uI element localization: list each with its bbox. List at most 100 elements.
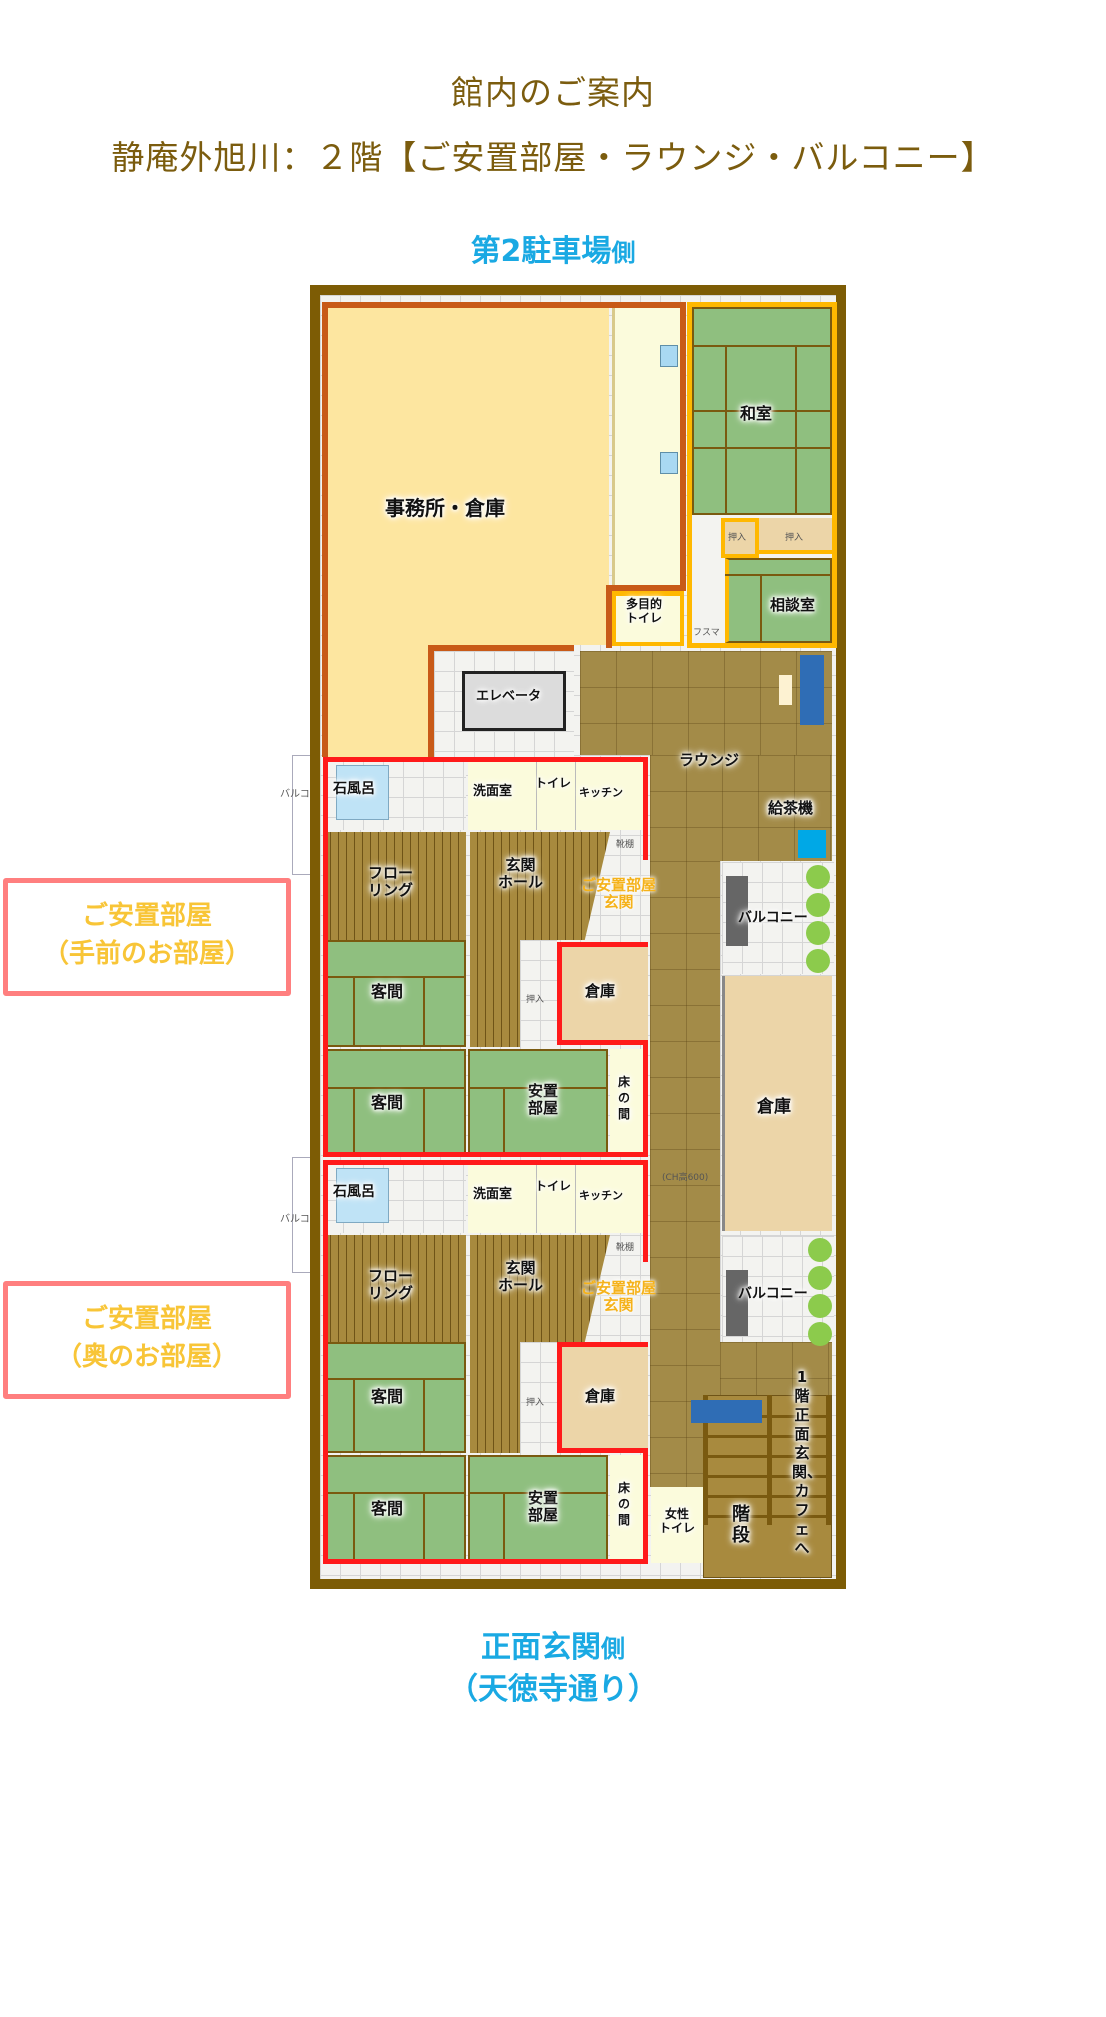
plant-icon [808, 1238, 832, 1262]
stair-tread [708, 1495, 826, 1498]
plant-icon [806, 893, 830, 917]
balcony-bench-icon [726, 1270, 748, 1336]
ceiling-note: (CH高600) [662, 1173, 709, 1183]
guest-room-1 [323, 940, 466, 1047]
balcony-2-label: バルコニー [738, 1286, 808, 1302]
toilet-icon [660, 452, 678, 474]
toilet [536, 757, 575, 830]
tatami-line [353, 1089, 355, 1157]
guest-room-1-label: 客間 [371, 1387, 404, 1406]
bath-icon [336, 765, 389, 820]
bath-icon [336, 1168, 389, 1223]
anchi-room-label: 安置部屋 [528, 1082, 559, 1118]
closet [520, 940, 557, 1047]
red-outline [323, 1160, 648, 1165]
tatami-line [353, 1494, 355, 1563]
oshiire-b-label: 押入 [785, 533, 804, 543]
office-area-top [322, 302, 609, 645]
guest-room-2-label: 客間 [371, 1093, 404, 1112]
tokonoma-label: 床の間 [618, 1075, 631, 1121]
suite-storage-label: 倉庫 [585, 982, 616, 1000]
lounge-middle [650, 755, 832, 861]
tatami-line [323, 1378, 466, 1380]
stair-rail [703, 1395, 708, 1525]
legend-back-room: ご安置部屋 （奥のお部屋） [3, 1281, 291, 1399]
tatami-line [692, 410, 832, 412]
tatami-line [795, 345, 797, 515]
office-outline [606, 585, 612, 648]
washroom [468, 1160, 536, 1233]
storage-big-label: 倉庫 [757, 1097, 791, 1117]
stair-rail [826, 1395, 831, 1525]
exterior-balcony-label: バルコ [280, 789, 310, 800]
kitchen [575, 757, 645, 830]
red-outline [643, 1160, 648, 1262]
fusuma-label: フスマ [693, 628, 720, 638]
anchi-room [468, 1455, 608, 1563]
office-outline [606, 585, 686, 591]
tatami-line [323, 1087, 466, 1089]
tea-machine-label: 給茶機 [768, 799, 814, 817]
lounge-corridor [650, 861, 720, 1487]
red-outline [323, 757, 328, 1157]
tatami-line [423, 1380, 425, 1453]
toilet-icon [660, 345, 678, 367]
storage-big [722, 976, 832, 1231]
entrance-hall-lower [470, 940, 520, 1047]
closet-label: 押入 [526, 995, 545, 1005]
oshiire-a [721, 518, 759, 558]
womens-toilet [651, 1487, 703, 1563]
tokonoma-label: 床の間 [618, 1481, 631, 1527]
flooring-label: フローリング [368, 1267, 414, 1303]
bottom-side-label: 正面玄関側 [481, 1630, 625, 1665]
tatami-line [353, 1380, 355, 1453]
guest-room-1-label: 客間 [371, 982, 404, 1001]
kitchen [575, 1160, 645, 1233]
lounge-upper [580, 651, 832, 755]
anchi-entrance-label: ご安置部屋玄関 [581, 876, 657, 912]
elevator-label: エレベータ [476, 689, 542, 704]
tatami-line [725, 574, 832, 576]
elevator [462, 671, 566, 731]
stair-tread [708, 1415, 826, 1418]
plant-icon [808, 1322, 832, 1346]
exterior-balcony-label: バルコ [280, 1214, 310, 1225]
stair-tread [708, 1435, 826, 1438]
kitchen-label: キッチン [579, 786, 623, 799]
multipurpose-toilet [612, 591, 684, 646]
toilet-label: トイレ [535, 776, 572, 790]
bath-label: 石風呂 [333, 1184, 375, 1200]
red-outline [323, 1559, 648, 1564]
tatami-line [503, 1494, 505, 1563]
tatami-line [468, 1492, 608, 1494]
entrance-hall [470, 832, 610, 940]
legend-line1: ご安置部屋 [81, 901, 212, 931]
closet-label: 押入 [526, 1398, 545, 1408]
page-title: 館内のご案内 [451, 73, 655, 112]
exterior-balcony-2 [292, 1157, 314, 1273]
oshiire-b [759, 518, 832, 554]
office-outline [428, 645, 434, 757]
balcony-1-label: バルコニー [738, 910, 808, 926]
red-outline [323, 757, 648, 762]
tatami-line [353, 978, 355, 1047]
soudan-label: 相談室 [770, 596, 816, 614]
red-outline [643, 757, 648, 860]
entrance-hall-label: 玄関ホール [498, 1259, 544, 1295]
bench-icon [691, 1400, 762, 1423]
red-outline [643, 1450, 648, 1564]
exterior-balcony-1 [292, 755, 314, 875]
red-outline [323, 1152, 648, 1157]
stair-tread [708, 1515, 826, 1518]
table-icon [779, 675, 792, 705]
closet [520, 1342, 557, 1453]
anchi-room [468, 1049, 608, 1157]
shoe-rack-label: 靴棚 [616, 840, 635, 850]
anchi-room-label: 安置部屋 [528, 1489, 559, 1525]
bath-label: 石風呂 [333, 781, 375, 797]
lounge-label: ラウンジ [679, 751, 740, 769]
balcony-bench-icon [726, 876, 748, 946]
bottom-side-street: （天徳寺通り） [448, 1672, 658, 1707]
page-subtitle: 静庵外旭川：２階【ご安置部屋・ラウンジ・バルコニー】 [111, 138, 995, 177]
to-first-floor-label: 1階正面玄関、カフェへ [792, 1368, 823, 1557]
